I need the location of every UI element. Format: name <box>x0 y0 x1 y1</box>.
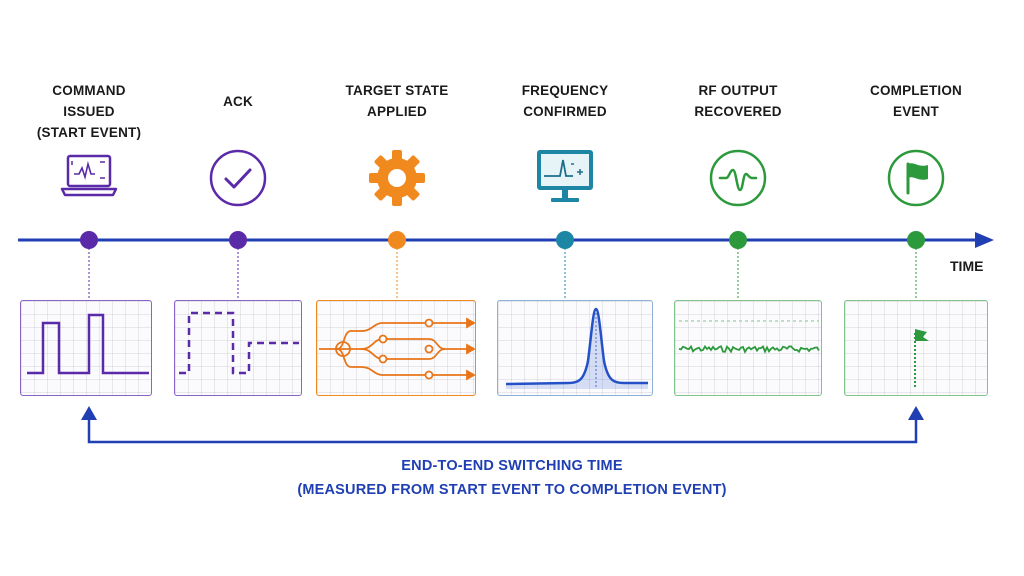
event-label-rf-output-recovered: RF OUTPUT RECOVERED <box>658 80 818 122</box>
panel-completion <box>844 300 988 396</box>
event-label-completion-event: COMPLETION EVENT <box>836 80 996 122</box>
noise-trace-line <box>678 344 820 354</box>
label-line: ACK <box>223 94 253 109</box>
rf-noise-trace <box>678 320 820 354</box>
monitor-waveform-icon <box>537 150 593 202</box>
laptop-icon <box>60 154 118 197</box>
label-line: RF OUTPUT <box>698 83 778 98</box>
label-line: FREQUENCY <box>521 83 609 98</box>
checkmark-circle-icon <box>209 149 267 207</box>
time-axis-arrowhead <box>975 232 994 248</box>
branching-logic-diagram <box>319 317 475 381</box>
label-line: RECOVERED <box>694 104 782 119</box>
panel-frequency-plot <box>497 300 653 396</box>
caption-subtitle: (MEASURED FROM START EVENT TO COMPLETION… <box>297 482 727 498</box>
flag-circle-icon <box>887 149 945 207</box>
span-arrowhead-right <box>908 406 924 420</box>
label-line: ISSUED <box>63 104 115 119</box>
caption-title: END-TO-END SWITCHING TIME <box>401 458 623 474</box>
dashed-pulse-waveform <box>179 311 299 375</box>
event-label-frequency-confirmed: FREQUENCY CONFIRMED <box>485 80 645 122</box>
label-line: EVENT <box>892 104 939 119</box>
label-line: (START EVENT) <box>36 125 142 140</box>
span-arrow <box>87 418 918 444</box>
frequency-peak-plot <box>505 307 648 389</box>
label-line: TARGET STATE <box>345 83 449 98</box>
event-label-command-issued: COMMAND ISSUED (START EVENT) <box>9 80 169 143</box>
gear-icon <box>369 150 425 206</box>
event-marker-4 <box>556 231 574 249</box>
event-label-target-state-applied: TARGET STATE APPLIED <box>317 80 477 122</box>
panel-command-signal <box>20 300 152 396</box>
square-pulse-waveform <box>27 313 149 375</box>
label-line: COMMAND <box>52 83 126 98</box>
span-arrowhead-left <box>81 406 97 420</box>
completion-flag-marker <box>914 329 929 387</box>
time-axis-label: TIME <box>950 258 984 274</box>
label-line: CONFIRMED <box>523 104 607 119</box>
label-line: APPLIED <box>367 104 427 119</box>
event-marker-3 <box>388 231 406 249</box>
label-line: COMPLETION <box>870 83 962 98</box>
event-marker-5 <box>729 231 747 249</box>
event-marker-6 <box>907 231 925 249</box>
panel-ack-signal <box>174 300 302 396</box>
panel-rf-output <box>674 300 822 396</box>
event-marker-2 <box>229 231 247 249</box>
event-label-ack: ACK <box>158 91 318 112</box>
event-marker-1 <box>80 231 98 249</box>
waveform-circle-icon <box>709 149 767 207</box>
panel-state-logic <box>316 300 476 396</box>
